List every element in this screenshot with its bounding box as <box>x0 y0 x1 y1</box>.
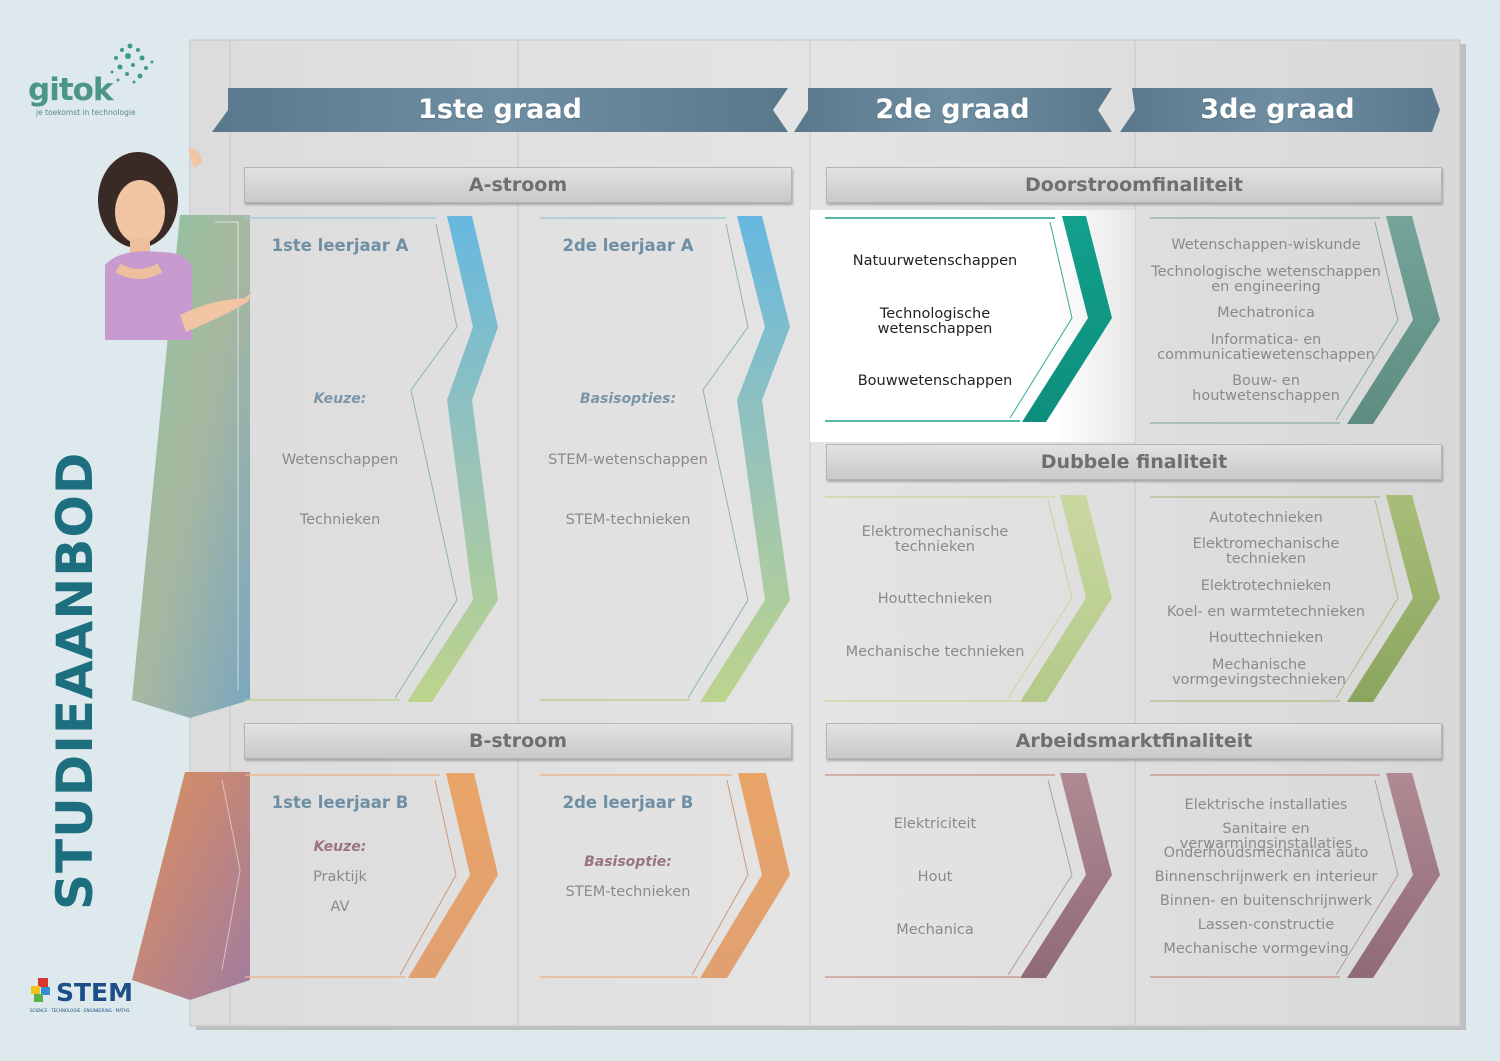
arbeid3-item: Binnen- en buitenschrijnwerk <box>1159 893 1373 909</box>
dubbel3-item: Houttechnieken <box>1208 630 1324 646</box>
b2-item: STEM-technieken <box>565 884 691 900</box>
side-title: STUDIEAANBOD <box>46 451 104 910</box>
dubbele-finaliteit-header: Dubbele finaliteit <box>826 444 1442 480</box>
character-illustration <box>98 148 252 340</box>
dubbel3-item: Elektromechanische technieken <box>1192 536 1340 567</box>
arbeid3-item: Onderhoudsmechanica auto <box>1163 845 1369 861</box>
grade-1-banner: 1ste graad <box>418 94 582 125</box>
arbeid2-item: Mechanica <box>896 922 974 938</box>
arbeid3-item: Elektrische installaties <box>1184 797 1348 813</box>
doorstroom-header: Doorstroomfinaliteit <box>826 167 1442 203</box>
doorstroom2-item: Technologische wetenschappen <box>877 306 993 337</box>
dubbel3-item: Autotechnieken <box>1209 510 1323 526</box>
dubbel3-item: Mechanische vormgevingstechnieken <box>1172 657 1346 688</box>
a1-title: 1ste leerjaar A <box>271 236 409 255</box>
arbeid3-item: Binnenschrijnwerk en interieur <box>1154 869 1378 885</box>
a2-title: 2de leerjaar A <box>562 236 694 255</box>
a2-item: STEM-wetenschappen <box>548 452 708 468</box>
a2-options-label: Basisopties: <box>579 391 677 407</box>
dubbel2-item: Elektromechanische technieken <box>861 524 1009 555</box>
arbeid3-item: Sanitaire en verwarmingsinstallaties <box>1179 821 1353 852</box>
doorstroom3-item: Bouw- en houtwetenschappen <box>1192 373 1340 404</box>
b1-item: Praktijk <box>313 869 367 885</box>
gitok-logo-name: gitok <box>28 72 114 108</box>
b-stroom-header: B-stroom <box>244 723 792 759</box>
a-stroom-header: A-stroom <box>244 167 792 203</box>
stem-logo-subtitle: SCIENCE · TECHNOLOGIE · ENGINEERING · MA… <box>30 1008 130 1013</box>
b1-choice-label: Keuze: <box>313 839 367 855</box>
b2-title: 2de leerjaar B <box>562 793 694 812</box>
b1-item: AV <box>330 899 350 915</box>
doorstroom2-item: Bouwwetenschappen <box>857 373 1013 389</box>
doorstroom3-item: Technologische wetenschappen en engineer… <box>1151 264 1381 295</box>
arbeidsmarkt-header: Arbeidsmarktfinaliteit <box>826 723 1442 759</box>
doorstroom3-item: Wetenschappen-wiskunde <box>1171 237 1361 253</box>
dubbel2-item: Mechanische technieken <box>845 644 1025 660</box>
doorstroom2-item: Natuurwetenschappen <box>852 253 1018 269</box>
dubbel3-item: Koel- en warmtetechnieken <box>1166 604 1366 620</box>
stem-logo-name: STEM <box>56 978 134 1007</box>
a2-item: STEM-technieken <box>565 512 691 528</box>
dubbel3-item: Elektrotechnieken <box>1200 578 1332 594</box>
arbeid2-item: Hout <box>917 869 953 885</box>
a1-item: Wetenschappen <box>281 452 399 468</box>
stem-logo: STEM SCIENCE · TECHNOLOGIE · ENGINEERING… <box>28 975 138 1025</box>
grade-3-banner: 3de graad <box>1200 94 1355 125</box>
a1-item: Technieken <box>299 512 381 528</box>
arbeid3-item: Mechanische vormgeving <box>1163 941 1349 957</box>
dubbel2-item: Houttechnieken <box>877 591 993 607</box>
gitok-logo: gitok je toekomst in technologie <box>28 72 178 117</box>
doorstroom3-item: Mechatronica <box>1217 305 1315 321</box>
doorstroom3-item: Informatica- en communicatiewetenschappe… <box>1157 332 1375 363</box>
arbeid3-item: Lassen-constructie <box>1197 917 1335 933</box>
a1-choice-label: Keuze: <box>313 391 367 407</box>
gitok-dots-icon <box>110 43 154 84</box>
b2-option-label: Basisoptie: <box>584 854 672 870</box>
b1-title: 1ste leerjaar B <box>271 793 409 812</box>
grade-2-banner: 2de graad <box>875 94 1030 125</box>
gitok-logo-tagline: je toekomst in technologie <box>36 108 136 117</box>
arbeid2-item: Elektriciteit <box>893 816 977 832</box>
stem-cubes-icon <box>31 978 50 1002</box>
